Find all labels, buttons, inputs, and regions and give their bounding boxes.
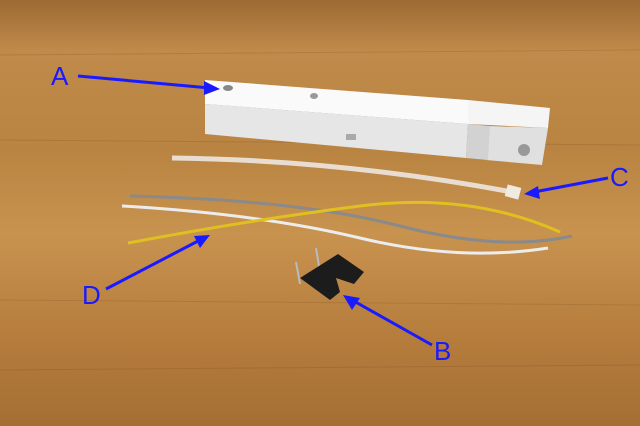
cable-tie-c xyxy=(171,155,522,200)
arrow-c xyxy=(533,176,609,194)
label-a: A xyxy=(51,61,69,91)
label-d: D xyxy=(82,280,101,310)
wires-d xyxy=(121,194,573,255)
label-b: B xyxy=(434,336,451,366)
label-c: C xyxy=(610,162,629,192)
printed-part-a xyxy=(205,80,550,165)
opto-sensor-b xyxy=(295,247,364,300)
arrow-b xyxy=(351,298,433,347)
annotation-arrows xyxy=(77,74,609,347)
arrow-a xyxy=(77,74,211,90)
arrow-d xyxy=(105,238,201,291)
